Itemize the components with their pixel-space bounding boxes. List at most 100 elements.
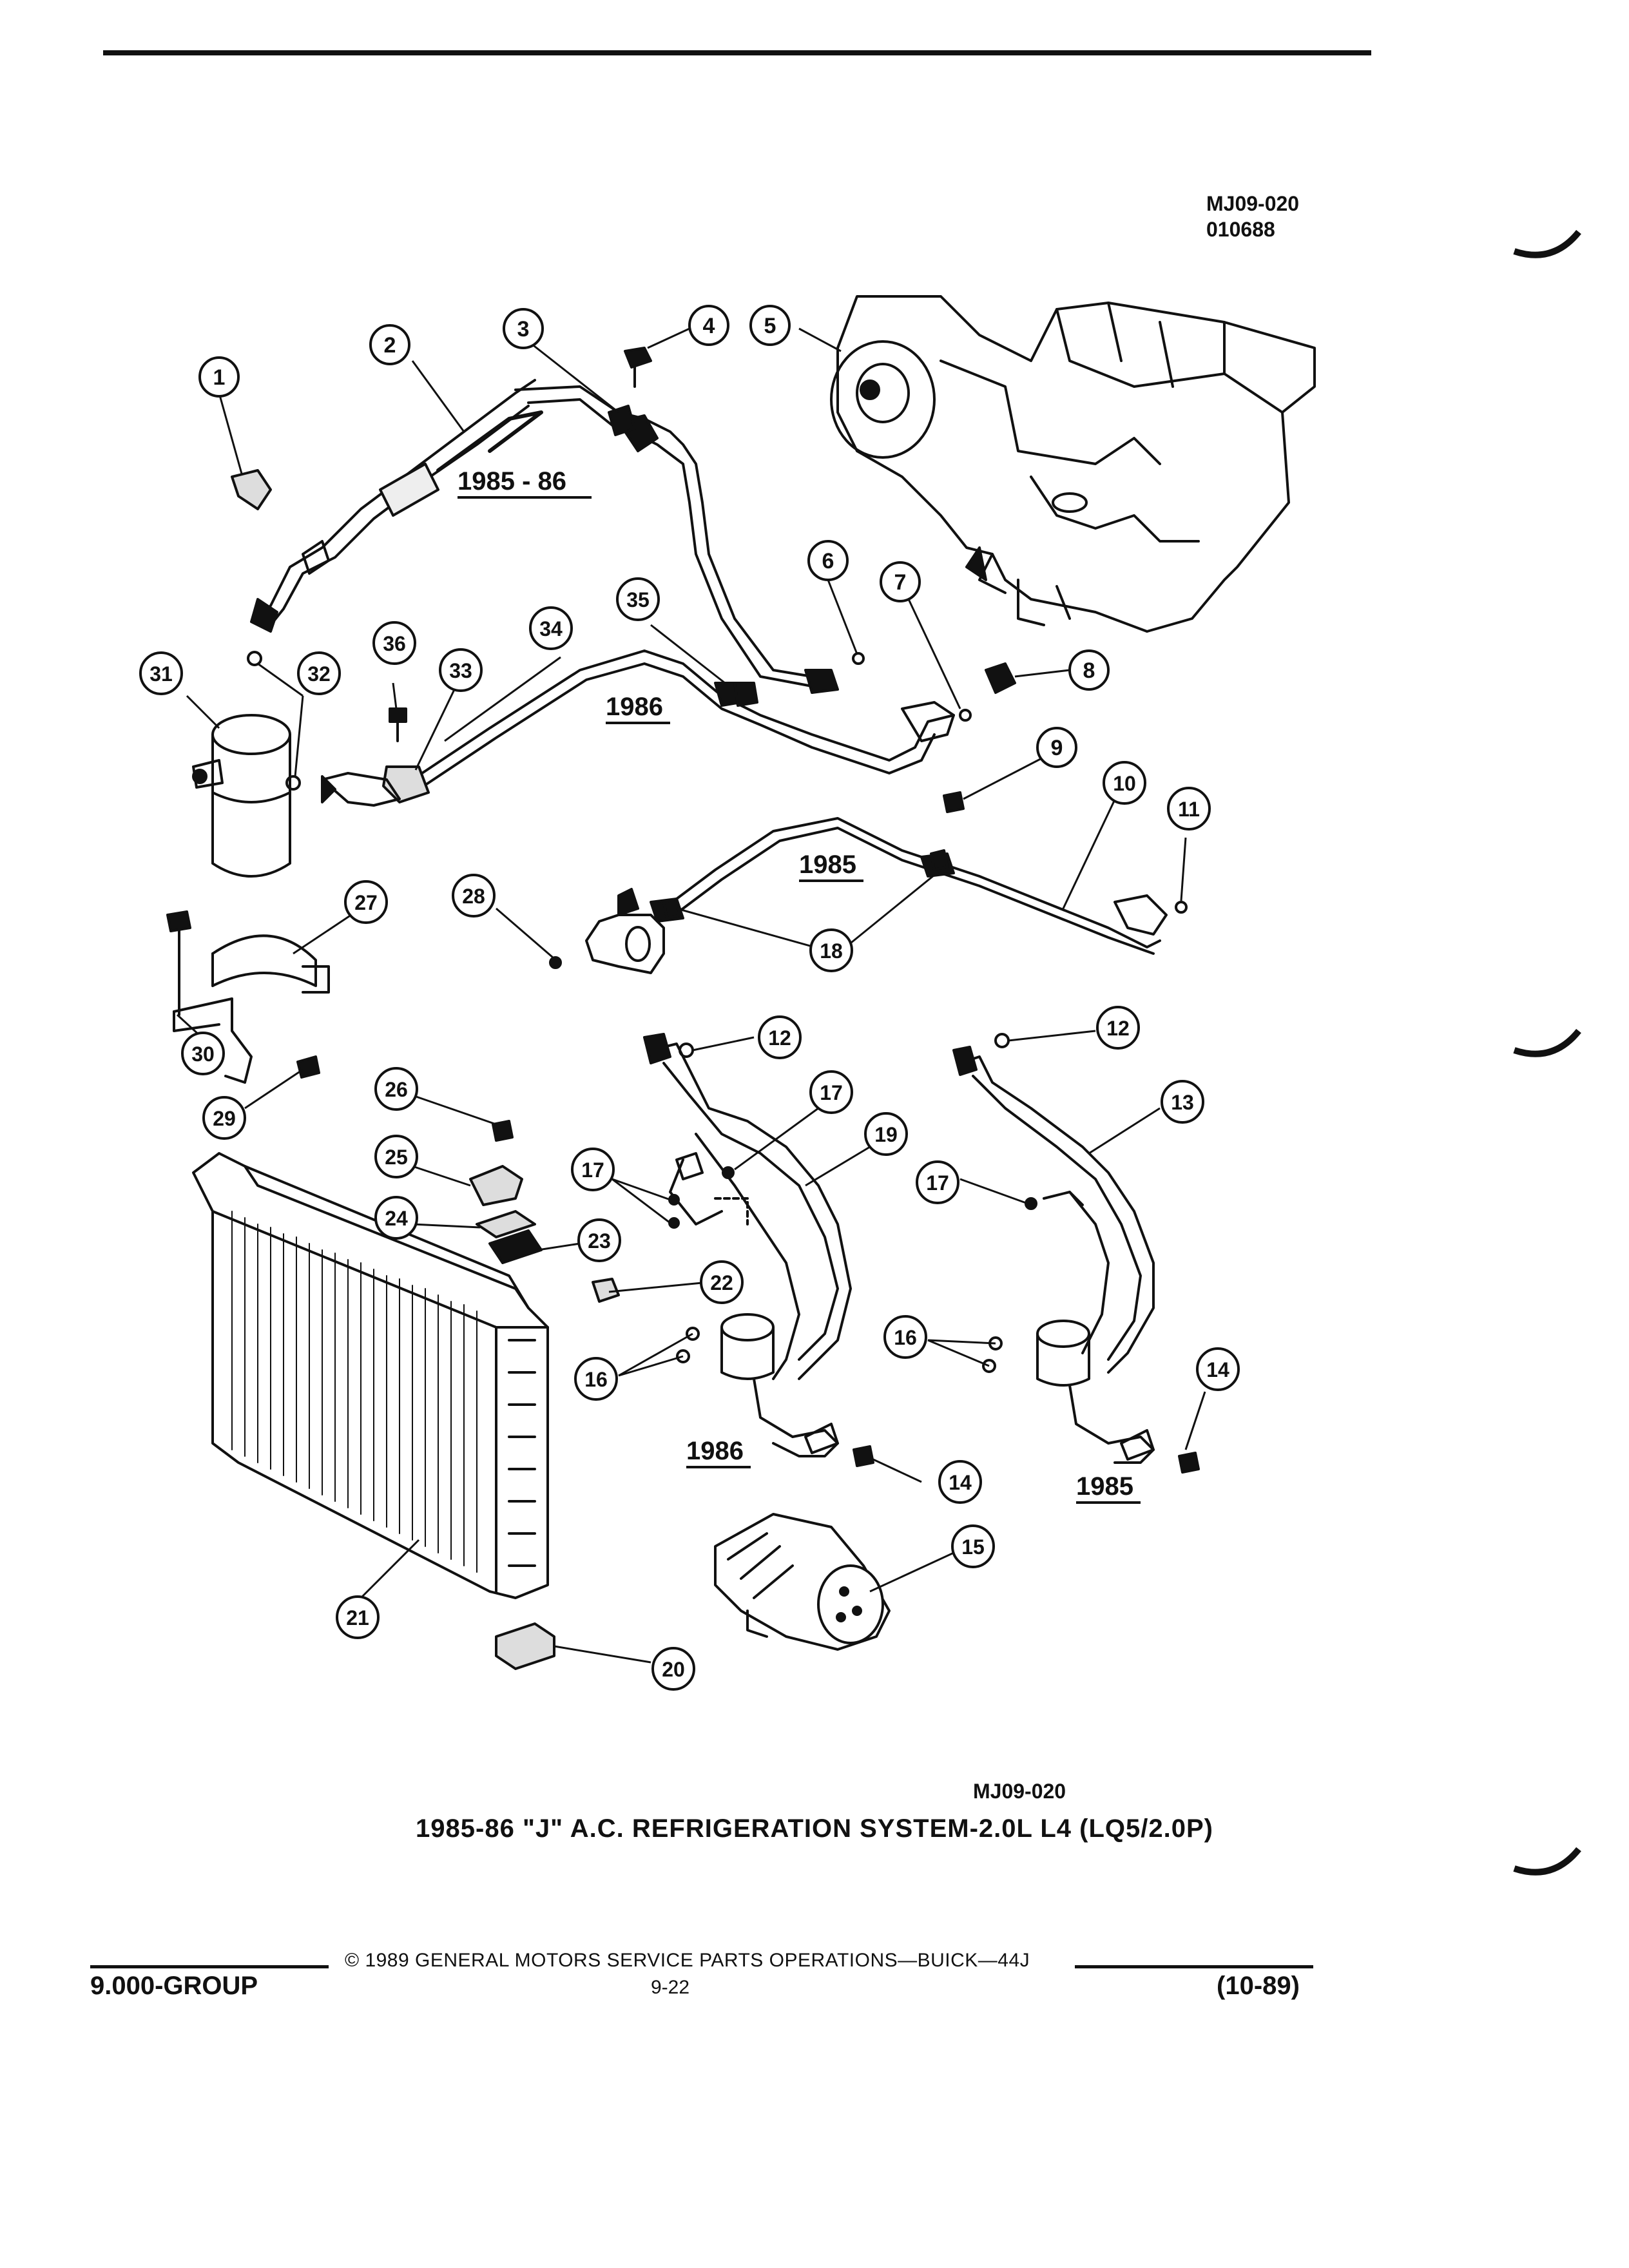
callout-label: 8	[1083, 658, 1095, 683]
callout-28: 28	[452, 874, 496, 918]
callout-8: 8	[1068, 649, 1110, 691]
footer-group: 9.000-GROUP	[90, 1972, 258, 2000]
callout-label: 1	[213, 365, 226, 390]
block-part	[608, 405, 636, 436]
callout-16a: 16	[574, 1357, 618, 1401]
year-label-1986-mid: 1986	[606, 693, 663, 721]
callout-label: 2	[384, 333, 396, 358]
callout-27: 27	[344, 880, 388, 924]
footer-rule-right	[1075, 1965, 1313, 1968]
callout-label: 15	[961, 1535, 985, 1559]
callout-label: 36	[383, 632, 406, 655]
clamp-part-2	[930, 849, 949, 871]
callout-label: 3	[517, 317, 530, 341]
callout-6: 6	[807, 540, 849, 581]
callout-label: 5	[764, 314, 776, 338]
seal-o-ring-part-2	[994, 1033, 1010, 1048]
callout-25: 25	[374, 1135, 418, 1178]
mount-part	[495, 1622, 555, 1670]
figure-code-line1: MJ09-020	[1206, 192, 1300, 215]
top-rule	[103, 50, 1371, 55]
clamp-part	[662, 898, 681, 919]
nut-part	[852, 652, 865, 665]
callout-22: 22	[700, 1260, 744, 1304]
callout-17a: 17	[809, 1070, 853, 1114]
bolt-part-3	[1178, 1452, 1200, 1474]
line-1986-part	[411, 649, 955, 791]
accumulator-part	[192, 714, 291, 878]
nut-part-5	[686, 1327, 700, 1341]
callout-label: 12	[1106, 1017, 1130, 1040]
seal-washer-part-2	[285, 775, 301, 791]
callout-30: 30	[181, 1032, 225, 1075]
binder-mark-1	[1513, 229, 1581, 258]
callout-label: 22	[710, 1271, 733, 1294]
muffler-1985-part	[1036, 1320, 1155, 1464]
callout-label: 6	[822, 549, 834, 573]
callout-11: 11	[1167, 787, 1211, 831]
footer-date: (10-89)	[1217, 1972, 1300, 2000]
retainer-part	[592, 1278, 620, 1303]
figure-code: MJ09-020 010688	[1206, 191, 1299, 242]
callout-32: 32	[297, 651, 341, 695]
year-labels: 1985 - 86 1986 1985 1986 1985	[458, 467, 1141, 1504]
callout-35: 35	[616, 577, 660, 621]
line-1985-part	[585, 817, 1168, 974]
callout-24: 24	[374, 1196, 418, 1240]
callout-label: 35	[626, 588, 650, 611]
callout-label: 25	[385, 1146, 408, 1169]
nut-part-4	[1175, 901, 1188, 914]
nut-part-2	[959, 709, 972, 722]
ac-system-diagram: 1 2 3 4 5 6 7 8 9 10 11 12 12 13 14 14 1…	[139, 295, 1316, 1691]
screw-part	[624, 347, 652, 388]
insulator-part-2	[476, 1210, 536, 1238]
callout-31: 31	[139, 651, 183, 695]
callout-circles: 1 2 3 4 5 6 7 8 9 10 11 12 12 13 14 14 1…	[139, 305, 1240, 1691]
callout-7: 7	[880, 561, 921, 602]
seal-ring-part-2	[668, 1194, 680, 1206]
leader-lines	[176, 327, 1206, 1664]
footer-copyright: © 1989 GENERAL MOTORS SERVICE PARTS OPER…	[345, 1950, 1030, 1971]
callout-label: 28	[462, 885, 485, 908]
seal-o-ring-part	[679, 1043, 694, 1058]
bolt-part	[389, 707, 407, 742]
callout-label: 9	[1051, 736, 1063, 760]
footer-rule-left	[90, 1965, 329, 1968]
seal-part	[985, 662, 1016, 694]
callout-label: 13	[1171, 1091, 1194, 1114]
callout-label: 14	[949, 1471, 972, 1494]
callout-label: 16	[894, 1326, 917, 1349]
nut-part-6	[676, 1349, 690, 1363]
callout-label: 21	[346, 1606, 369, 1629]
callout-label: 10	[1113, 772, 1136, 795]
callout-12b: 12	[1096, 1006, 1140, 1050]
year-label-1985-mid: 1985	[799, 850, 856, 879]
year-label-1985-86: 1985 - 86	[458, 467, 566, 495]
callout-4: 4	[688, 305, 729, 346]
hose-assembly-1986-part	[643, 1033, 852, 1380]
callout-label: 7	[894, 570, 907, 595]
evaporator-case-part	[830, 295, 1316, 633]
muffler-1986-part	[720, 1313, 839, 1457]
seal-ring-part-3	[668, 1217, 680, 1229]
figure-code-line2: 010688	[1206, 218, 1275, 241]
caption-code: MJ09-020	[973, 1780, 1066, 1803]
callout-3: 3	[503, 308, 544, 349]
callout-21: 21	[336, 1595, 380, 1639]
binder-mark-3	[1513, 1847, 1581, 1876]
hose-assembly-1985-part	[952, 1046, 1155, 1374]
footer-page-number: 9-22	[651, 1977, 690, 1998]
callout-label: 32	[307, 662, 331, 686]
clamp-part-3	[733, 682, 758, 707]
callout-label: 27	[354, 891, 378, 914]
callout-1: 1	[198, 356, 240, 398]
callout-label: 16	[584, 1368, 608, 1391]
seal-ring-part	[722, 1166, 735, 1179]
bolt-part-2	[853, 1445, 874, 1467]
nut-part-3	[549, 956, 562, 969]
binder-marks	[1513, 229, 1581, 1876]
callout-label: 17	[581, 1158, 604, 1182]
callout-label: 30	[191, 1043, 215, 1066]
callout-label: 29	[213, 1107, 236, 1130]
callout-12a: 12	[758, 1015, 802, 1059]
